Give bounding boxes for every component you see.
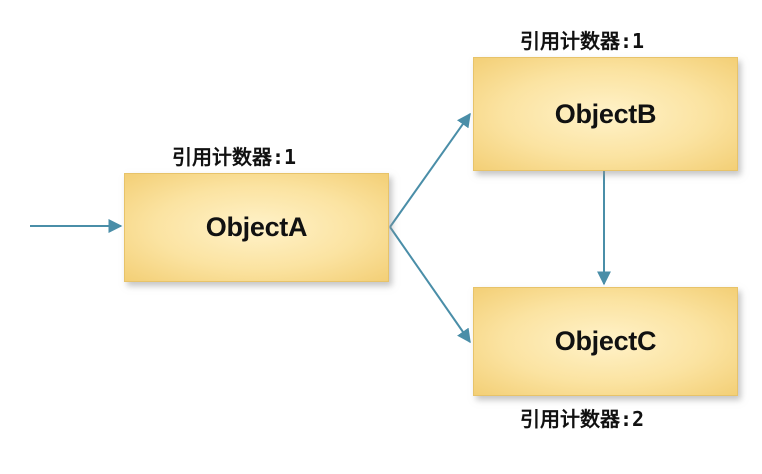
arrow-a-to-c [389, 226, 471, 344]
object-c-box: ObjectC [473, 287, 738, 396]
object-a-label: ObjectA [205, 212, 308, 242]
arrow-a-to-b [389, 112, 471, 228]
object-c-ref-counter: 引用计数器:2 [520, 407, 645, 431]
object-a-ref-counter: 引用计数器:1 [172, 145, 297, 169]
object-b-ref-counter: 引用计数器:1 [520, 29, 645, 53]
object-c-label: ObjectC [554, 326, 657, 356]
object-b-box: ObjectB [473, 57, 738, 171]
object-a-box: ObjectA [124, 173, 389, 282]
object-b-label: ObjectB [554, 98, 657, 129]
